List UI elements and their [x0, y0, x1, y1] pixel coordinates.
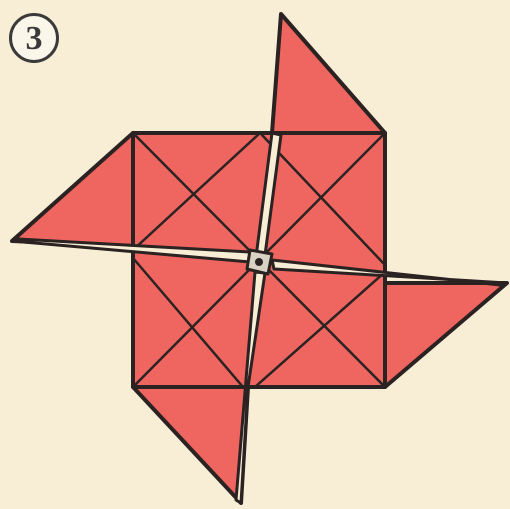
pinwheel-blade-right — [385, 283, 507, 387]
blade-left-flap — [12, 133, 133, 246]
pinwheel-blade-left — [12, 133, 133, 246]
pinwheel-blade-bottom — [133, 387, 248, 503]
blade-top-flap — [272, 14, 385, 133]
pinwheel-hub — [247, 250, 272, 274]
blade-bottom-flap — [133, 387, 248, 503]
hub-pin — [255, 258, 263, 266]
pinwheel-blade-top — [272, 14, 385, 133]
blade-right-flap — [385, 283, 507, 387]
